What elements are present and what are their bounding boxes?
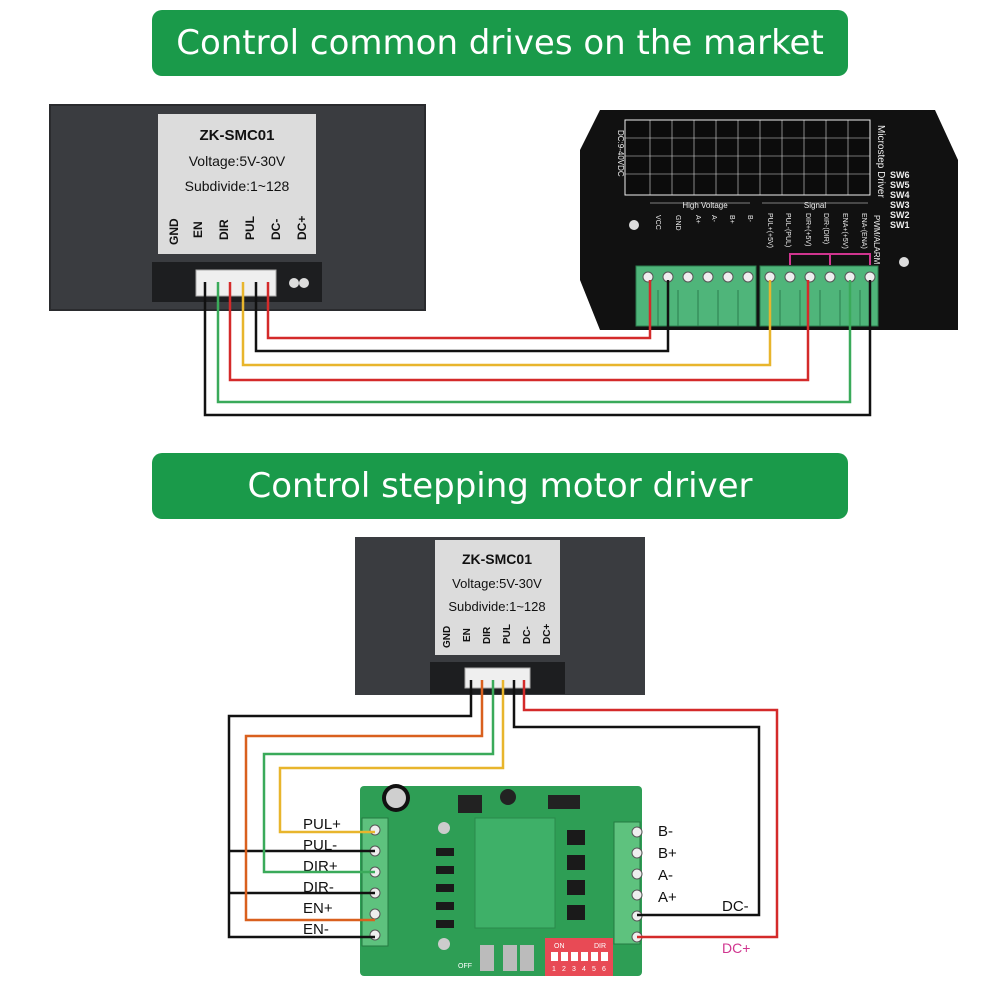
- banner-top: Control common drives on the market: [152, 10, 848, 76]
- microstep-driver-title: Microstep Driver: [875, 125, 886, 198]
- controller-bottom-voltage: Voltage:5V-30V: [452, 576, 542, 591]
- jumper-wire: [789, 253, 831, 265]
- controller-top-label-panel: [158, 114, 316, 254]
- wire-dcplus-bottom: [522, 680, 779, 939]
- label-pul-plus: PUL+: [303, 816, 341, 833]
- controller-top-pin-dir: DIR: [217, 219, 231, 240]
- wire-gnd-bottom: [227, 680, 473, 939]
- label-dc-plus: DC+: [722, 940, 750, 956]
- label-en-plus: EN+: [303, 900, 333, 917]
- dip-number-3: 3: [572, 966, 576, 973]
- controller-top-pin-dc-plus: DC+: [295, 216, 309, 240]
- terminal-label-b-plus: B+: [728, 215, 735, 224]
- switch-label-sw2: SW2: [890, 210, 910, 220]
- small-driver-board: ON DIR 1 2 3 4 5 6 OFF: [360, 784, 643, 976]
- microstep-driver-pwm-label: PWM/ALARM: [872, 215, 881, 265]
- terminal-label-a-minus: A-: [710, 215, 717, 223]
- microstep-driver: Microstep Driver SW6 SW5 SW4 SW3 SW2 SW1…: [580, 110, 958, 330]
- right-terminal-block: [613, 821, 641, 945]
- regulator: [458, 795, 482, 813]
- wire-dcplus-top: [266, 280, 652, 340]
- controller-top-voltage: Voltage:5V-30V: [189, 153, 286, 169]
- wire-pul-top: [241, 280, 772, 367]
- wire-en-bottom: [244, 680, 484, 922]
- controller-bottom-pin-pul: PUL: [502, 624, 513, 644]
- controller-top-pin-gnd: GND: [167, 218, 181, 245]
- high-voltage-header: High Voltage: [682, 201, 728, 210]
- left-terminal-block: [361, 817, 389, 947]
- label-en-minus: EN-: [303, 921, 329, 938]
- banner-bottom: Control stepping motor driver: [152, 453, 848, 519]
- label-a-minus: A-: [658, 867, 673, 884]
- terminal-label-ena-plus: ENA+(+5V): [841, 213, 848, 249]
- controller-bottom-subdivide: Subdivide:1~128: [448, 599, 545, 614]
- banner-bottom-text: Control stepping motor driver: [247, 466, 753, 506]
- microstep-driver-side-label: DC:9-40VDC: [616, 130, 625, 177]
- controller-top-connector: [195, 269, 277, 297]
- controller-bottom-pin-en: EN: [462, 628, 473, 642]
- dip-dir-label: DIR: [594, 943, 606, 950]
- terminal-label-b-minus: B-: [746, 215, 753, 223]
- dip-number-6: 6: [602, 966, 606, 973]
- controller-bottom-model: ZK-SMC01: [462, 551, 532, 567]
- signal-header: Signal: [804, 201, 826, 210]
- switch-label-sw3: SW3: [890, 200, 910, 210]
- terminal-label-ena-minus: ENA-(ENA): [860, 213, 867, 249]
- label-b-plus: B+: [658, 845, 677, 862]
- terminal-label-pul-plus: PUL+(+5V): [766, 213, 773, 248]
- banner-top-text: Control common drives on the market: [176, 23, 824, 63]
- top-wires: [203, 280, 872, 417]
- switch-label-sw5: SW5: [890, 180, 910, 190]
- terminal-label-vcc: VCC: [654, 215, 661, 230]
- switch-label-sw4: SW4: [890, 190, 910, 200]
- label-b-minus: B-: [658, 823, 673, 840]
- switch-label-sw6: SW6: [890, 170, 910, 180]
- label-dc-minus: DC-: [722, 898, 749, 915]
- wire-en-top: [216, 280, 852, 404]
- terminal-label-pul-minus: PUL-(PUL): [784, 213, 791, 247]
- controller-top-pin-dc-minus: DC-: [269, 219, 283, 240]
- controller-top-model: ZK-SMC01: [199, 127, 274, 144]
- controller-bottom-label-panel: [435, 540, 560, 655]
- terminal-label-dir-minus: DIR-(DIR): [822, 213, 829, 244]
- off-label: OFF: [458, 963, 472, 970]
- terminal-label-a-plus: A+: [694, 215, 701, 224]
- dip-number-1: 1: [552, 966, 556, 973]
- wire-dir-bottom: [262, 680, 495, 874]
- label-a-plus: A+: [658, 889, 677, 906]
- switch-label-sw1: SW1: [890, 220, 910, 230]
- controller-bottom-pin-dc-minus: DC-: [522, 626, 533, 644]
- controller-bottom-pin-dir: DIR: [482, 626, 493, 644]
- wire-dir-top: [228, 280, 810, 382]
- wire-gnd-top: [203, 280, 872, 417]
- dip-number-4: 4: [582, 966, 586, 973]
- controller-top-pin-en: EN: [191, 221, 205, 238]
- terminal-label-gnd: GND: [674, 215, 681, 231]
- wire-pul-bottom: [278, 680, 505, 834]
- controller-top-subdivide: Subdivide:1~128: [185, 178, 290, 194]
- terminal-label-dir-plus: DIR+(+5V): [804, 213, 811, 246]
- controller-bottom-connector: [464, 667, 531, 689]
- bottom-wires: [227, 680, 779, 939]
- wire-dcminus-bottom: [512, 680, 761, 917]
- controller-bottom: ZK-SMC01 Voltage:5V-30V Subdivide:1~128 …: [355, 537, 645, 695]
- dip-number-2: 2: [562, 966, 566, 973]
- dip-number-5: 5: [592, 966, 596, 973]
- high-voltage-terminal-block: [635, 265, 757, 327]
- controller-top: ZK-SMC01 Voltage:5V-30V Subdivide:1~128 …: [49, 104, 426, 311]
- controller-bottom-pin-dc-plus: DC+: [542, 624, 553, 644]
- pcb-area: [474, 817, 556, 929]
- dip-on-label: ON: [554, 943, 565, 950]
- wire-dcminus-top: [254, 280, 670, 353]
- controller-bottom-pin-gnd: GND: [442, 626, 453, 648]
- controller-top-pin-pul: PUL: [243, 216, 257, 240]
